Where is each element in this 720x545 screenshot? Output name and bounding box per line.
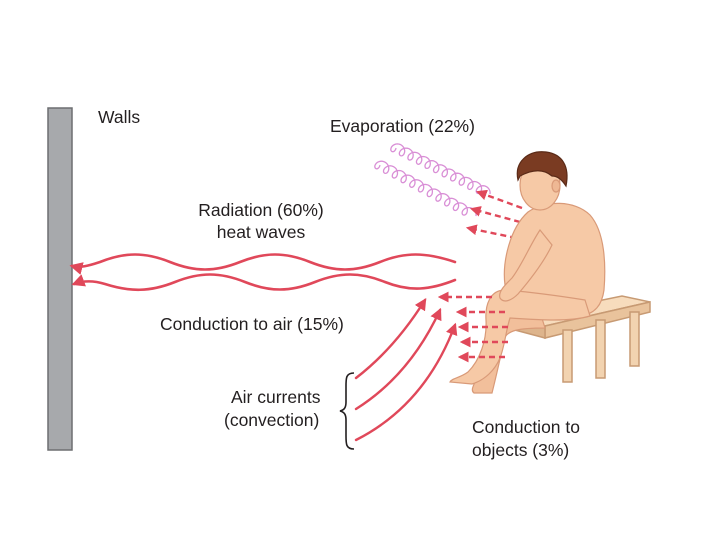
evaporation-arrow-2	[469, 206, 521, 224]
convection-arrow-3	[354, 322, 458, 442]
stool-leg-front-right	[595, 319, 606, 379]
radiation-label-line1: Radiation (60%)	[198, 200, 324, 220]
vapor-coil-lower	[374, 160, 477, 217]
convection-arrows	[354, 297, 458, 442]
person-torso	[503, 202, 606, 317]
conduction-objects-label-line1: Conduction to	[472, 417, 580, 437]
vapor-coils	[374, 143, 491, 217]
evaporation-arrow-3	[465, 224, 517, 240]
person-hair	[516, 151, 568, 188]
evaporation-label: Evaporation (22%)	[330, 116, 475, 136]
person-arm	[499, 228, 553, 302]
radiation-wave-lower	[71, 273, 457, 292]
radiation-waves	[69, 253, 457, 292]
evaporation-arrow-1	[475, 189, 523, 210]
conduction-air-label: Conduction to air (15%)	[160, 314, 344, 334]
convection-arrow-1	[354, 297, 427, 380]
conduction-air-arrows	[437, 291, 508, 363]
radiation-label-line2: heat waves	[216, 222, 306, 242]
stool-leg-front-left	[562, 329, 573, 383]
air-currents-label-line2: (convection)	[224, 410, 320, 430]
air-currents-brace	[339, 372, 355, 450]
evaporation-arrows	[465, 189, 523, 240]
vapor-coil-upper	[390, 143, 491, 195]
stool-leg-back-right	[629, 311, 640, 367]
wall	[47, 107, 73, 451]
conduction-objects-label-line2: objects (3%)	[472, 440, 570, 460]
air-currents-label-line1: Air currents	[231, 387, 321, 407]
seated-person	[449, 151, 606, 394]
person-ear	[551, 179, 561, 193]
convection-arrow-2	[354, 307, 442, 411]
walls-label: Walls	[98, 107, 141, 127]
radiation-wave-upper	[69, 253, 457, 275]
